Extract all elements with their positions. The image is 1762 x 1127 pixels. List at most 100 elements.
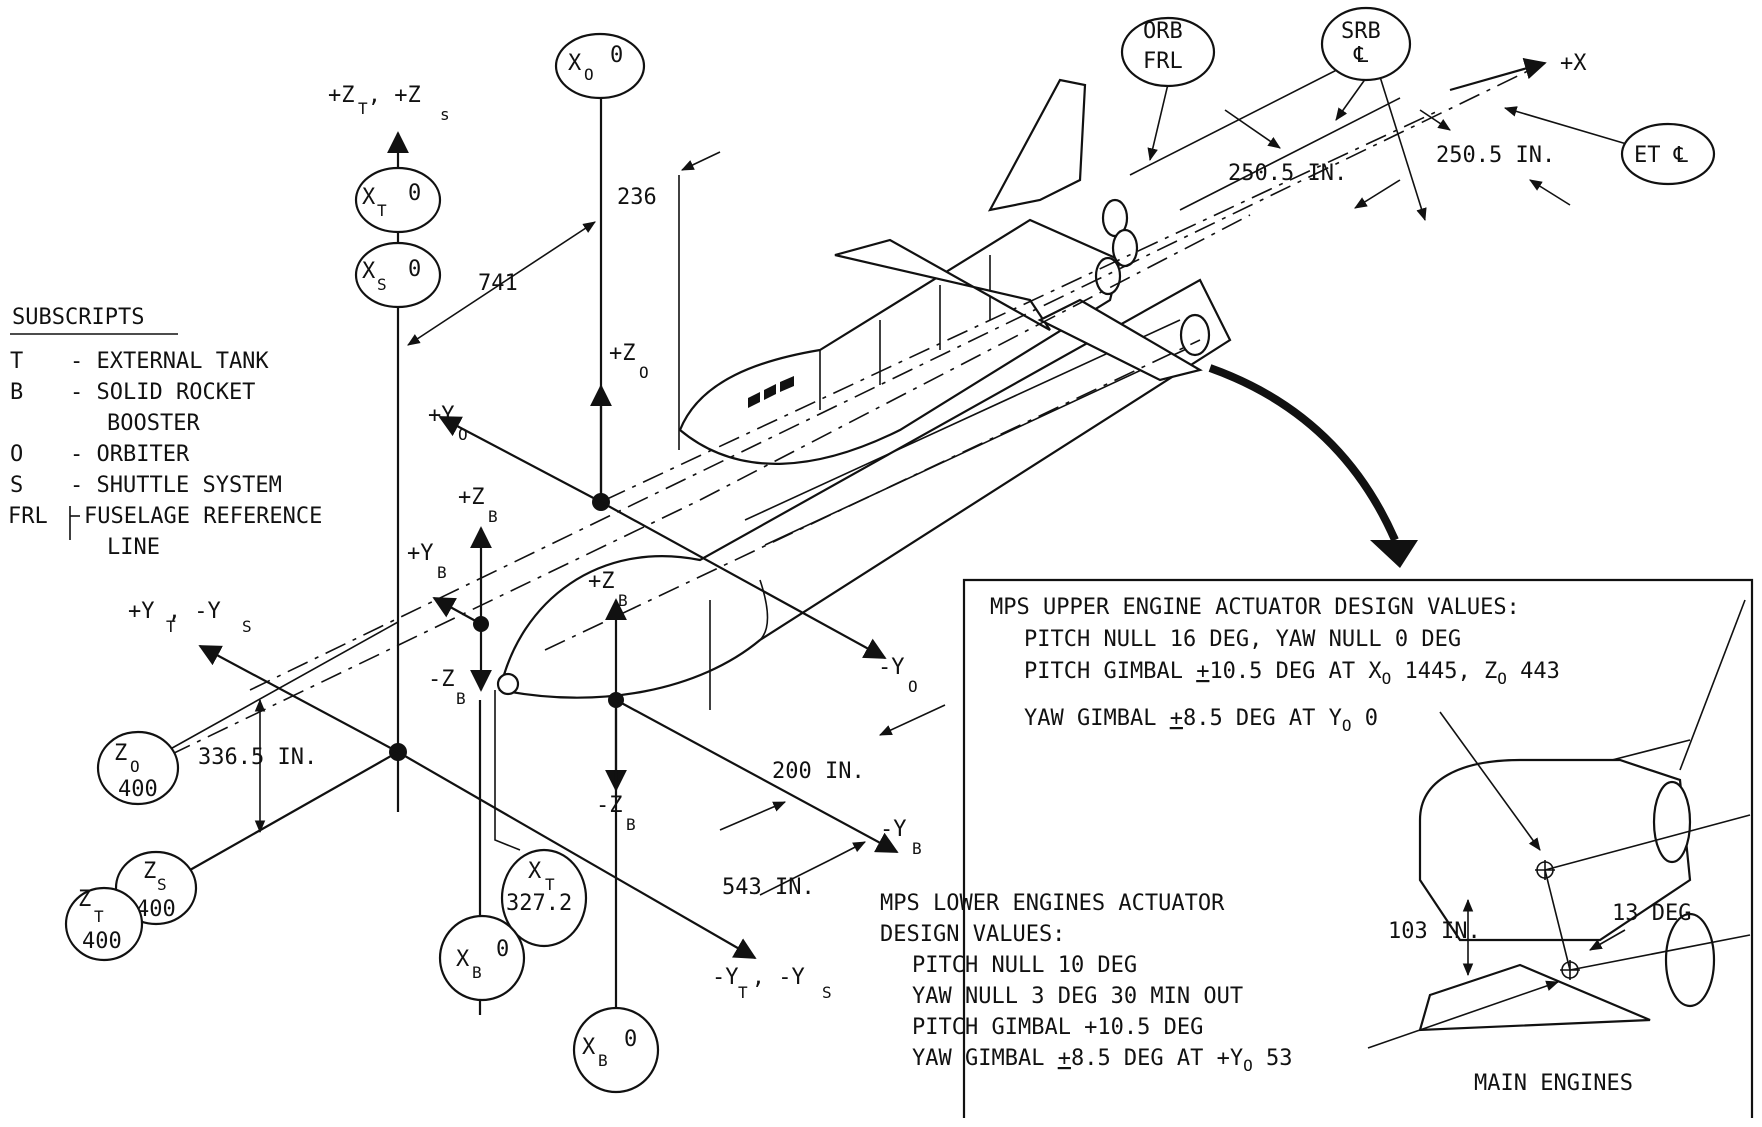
callout-et-cl: ET ℄ xyxy=(1620,122,1716,186)
svg-text:B: B xyxy=(912,839,922,858)
plus-yb-axis xyxy=(432,597,482,625)
legend-text-s: - SHUTTLE SYSTEM xyxy=(70,473,282,498)
lower-yaw-gimbal: YAW GIMBAL +8.5 DEG AT +YO 53 xyxy=(912,1046,1293,1075)
label-plus-yt-minus-ys: +Y , -Y xyxy=(128,599,221,624)
plus-x-axis xyxy=(1449,57,1547,92)
lower-title: MPS LOWER ENGINES ACTUATOR xyxy=(880,891,1225,916)
svg-text:X: X xyxy=(528,859,542,884)
dim-250-5-a: 250.5 IN. xyxy=(1228,161,1347,186)
dim-250-5-b: 250.5 IN. xyxy=(1436,143,1555,168)
legend-text-frl: FUSELAGE REFERENCE xyxy=(84,504,322,529)
svg-text:B: B xyxy=(437,563,447,582)
svg-text:0: 0 xyxy=(624,1027,637,1052)
engine-pod-base xyxy=(1418,963,1651,1032)
svg-text:400: 400 xyxy=(136,897,176,922)
label-plus-zo: +Z xyxy=(609,341,636,366)
svg-text:T: T xyxy=(94,907,104,926)
svg-text:400: 400 xyxy=(118,777,158,802)
svg-text:X: X xyxy=(582,1035,596,1060)
svg-text:T: T xyxy=(358,99,368,118)
angle-13-deg: 13 DEG xyxy=(1612,901,1691,926)
plus-yt-axis xyxy=(198,645,399,753)
minus-yt-axis xyxy=(397,751,757,959)
svg-text:S: S xyxy=(377,275,387,294)
callout-zt-400: Z T 400 xyxy=(64,886,144,962)
legend-text-b: - SOLID ROCKET xyxy=(70,380,255,405)
legend-key-frl: FRL xyxy=(8,504,48,529)
svg-text:ET ℄: ET ℄ xyxy=(1634,143,1689,168)
callout-xo-0: X O 0 xyxy=(554,32,646,100)
label-minus-yb: -Y xyxy=(880,817,907,842)
callout-xs-0: X S 0 xyxy=(354,241,442,309)
svg-text:0: 0 xyxy=(408,257,421,282)
svg-text:s: s xyxy=(440,105,450,124)
callout-xb-0-bottom: X B 0 xyxy=(572,1006,660,1094)
svg-text:Z: Z xyxy=(114,741,127,766)
svg-text:0: 0 xyxy=(408,181,421,206)
orbiter-fuselage xyxy=(678,218,1122,465)
upper-pitch-gimbal: PITCH GIMBAL +10.5 DEG AT XO 1445, ZO 44… xyxy=(1024,659,1560,688)
minus-yb-axis xyxy=(615,699,899,853)
svg-text:X: X xyxy=(456,947,470,972)
plus-yo-axis xyxy=(438,416,602,503)
svg-text:S: S xyxy=(242,617,252,636)
svg-text:T: T xyxy=(545,875,555,894)
svg-text:S: S xyxy=(157,875,167,894)
svg-text:SRB: SRB xyxy=(1341,19,1381,44)
legend-text-line: LINE xyxy=(107,535,160,560)
main-engines-caption: MAIN ENGINES xyxy=(1474,1071,1633,1096)
svg-text:O: O xyxy=(458,425,468,444)
minus-yo-axis xyxy=(600,501,887,659)
callout-orb-frl: ORB FRL xyxy=(1120,16,1216,88)
srb-nozzle xyxy=(1179,313,1211,357)
tank-nose xyxy=(496,672,520,696)
orbiter-wing-bottom xyxy=(1037,298,1203,382)
external-tank xyxy=(498,278,1232,699)
upper-pitch-yaw-null: PITCH NULL 16 DEG, YAW NULL 0 DEG xyxy=(1024,627,1461,652)
upper-yaw-gimbal: YAW GIMBAL +8.5 DEG AT YO 0 xyxy=(1024,706,1378,735)
label-plus-yo: +Y xyxy=(428,403,455,428)
svg-text:B: B xyxy=(598,1051,608,1070)
orbiter-tail xyxy=(987,78,1087,212)
callout-xb-0-left: X B 0 xyxy=(438,914,526,1002)
svg-text:X: X xyxy=(362,185,376,210)
label-zt-zs: +Z , +Z xyxy=(328,83,421,108)
legend-key-t: T xyxy=(10,349,23,374)
legend-key-b: B xyxy=(10,380,23,405)
legend-text-o: - ORBITER xyxy=(70,442,190,467)
label-minus-yt-minus-ys: -Y , -Y xyxy=(712,965,805,990)
orbiter-engine-3 xyxy=(1094,256,1122,296)
callout-zo-400: Z O 400 xyxy=(96,730,180,806)
dim-741: 741 xyxy=(478,271,518,296)
subscripts-title: SUBSCRIPTS xyxy=(12,305,144,330)
svg-text:S: S xyxy=(822,983,832,1002)
upper-engine-bell xyxy=(1652,780,1692,864)
svg-text:B: B xyxy=(626,815,636,834)
legend-key-o: O xyxy=(10,442,23,467)
legend-key-s: S xyxy=(10,473,23,498)
shuttle-illustration xyxy=(496,78,1232,699)
svg-text:Z: Z xyxy=(143,859,156,884)
label-plus-zb-left: +Z xyxy=(458,485,485,510)
label-minus-yo: -Y xyxy=(878,655,905,680)
lower-pitch-gimbal: PITCH GIMBAL +10.5 DEG xyxy=(912,1015,1203,1040)
callout-xt-0: X T 0 xyxy=(354,166,442,234)
dimension-labels: 741 236 250.5 IN. 250.5 IN. 336.5 IN. 20… xyxy=(198,143,1555,900)
lower-design-values: DESIGN VALUES: xyxy=(880,922,1065,947)
svg-text:O: O xyxy=(584,65,594,84)
dim-103-in: 103 IN. xyxy=(1388,919,1481,944)
label-minus-zb-left: -Z xyxy=(428,667,455,692)
upper-engine-values: MPS UPPER ENGINE ACTUATOR DESIGN VALUES:… xyxy=(990,595,1560,735)
lower-yaw-null: YAW NULL 3 DEG 30 MIN OUT xyxy=(912,984,1243,1009)
svg-text:T: T xyxy=(377,201,387,220)
lower-pitch-null: PITCH NULL 10 DEG xyxy=(912,953,1137,978)
dim-543: 543 IN. xyxy=(722,875,815,900)
svg-text:Z: Z xyxy=(78,887,91,912)
axis-labels: +Z , +Z T s +Z O +Y O -Y O +Z B +Y B -Z … xyxy=(128,51,1587,1002)
svg-text:X: X xyxy=(568,51,582,76)
svg-text:FRL: FRL xyxy=(1143,49,1183,74)
dimension-lines xyxy=(254,109,1571,896)
subscripts-legend: SUBSCRIPTS T - EXTERNAL TANK B - SOLID R… xyxy=(8,305,322,560)
engine-inset-box xyxy=(962,578,1754,1118)
